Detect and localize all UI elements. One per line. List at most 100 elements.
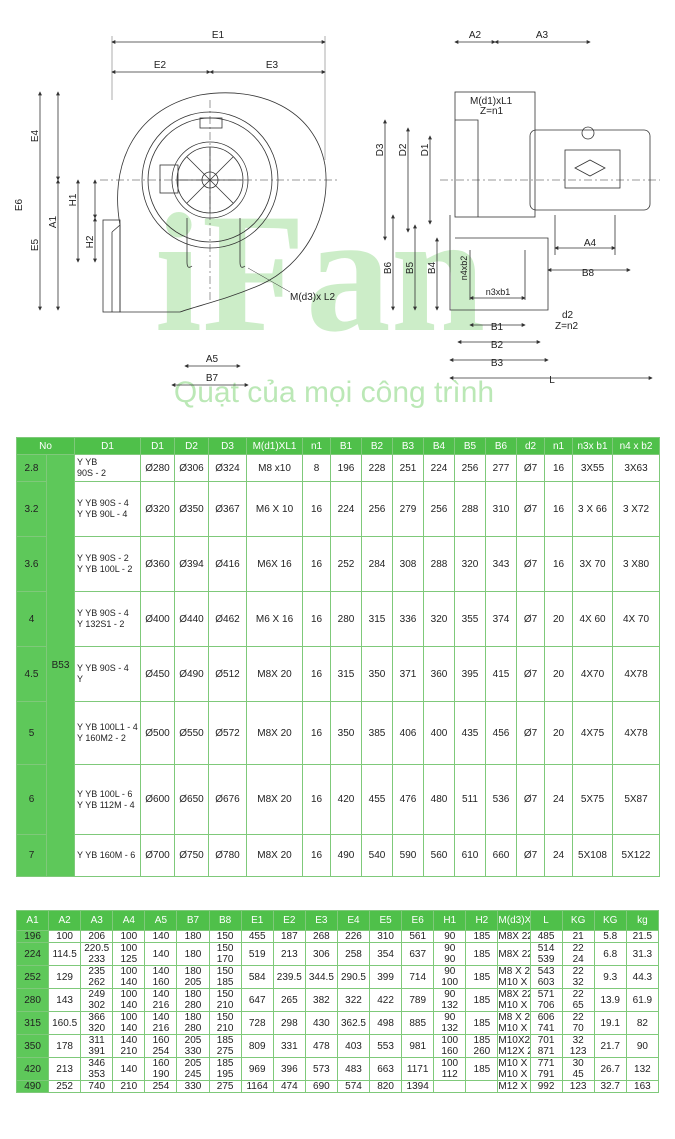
table2-value: 100 (441, 1035, 459, 1047)
label-b3: B3 (491, 358, 504, 369)
table2-value: 112 (441, 1069, 458, 1080)
table2-value: 490 (24, 1081, 41, 1092)
table2-value: 981 (409, 1040, 427, 1052)
table1-cell: 536 (485, 764, 518, 835)
table2-value: 160 (152, 1035, 170, 1047)
table2-cell: M8 X 220M10 X 220 (497, 1011, 531, 1035)
motor-model-part: - 6 (124, 850, 136, 860)
table2-value: 637 (409, 948, 427, 960)
table1-motor: Y YB 90S - 4 Y (74, 646, 142, 702)
table2-value: M12X 220 (498, 1046, 529, 1057)
table2-cell: 123 (561, 1080, 595, 1093)
table1-cell: 20 (544, 701, 574, 765)
label-e4: E4 (30, 129, 41, 142)
motor-model-part: Y (77, 674, 84, 684)
label-a5: A5 (206, 354, 219, 365)
table1-cell: Ø7 (516, 834, 546, 877)
table1-cell: M6 X 10 (246, 481, 304, 537)
label-d1: D1 (420, 143, 431, 156)
table2-value: 32 (572, 1035, 584, 1047)
label-n3b1: n3xb1 (486, 287, 511, 297)
table2-cell: 213 (48, 1057, 82, 1081)
table2-value: 206 (88, 931, 106, 942)
table1-cell: 420 (330, 764, 363, 835)
table1-header: n4 x b2 (612, 437, 661, 455)
table2-value: 185 (473, 1063, 491, 1075)
table2-cell: 820 (369, 1080, 403, 1093)
table2-value: 185 (473, 971, 491, 983)
table2-cell: 185 (465, 930, 499, 943)
motor-model-part: Y (77, 850, 86, 860)
table2-value: 210 (120, 1081, 138, 1092)
table2-value: 100 (120, 1012, 138, 1024)
table2-cell: M8X 220 (497, 930, 531, 943)
table2-cell: 455 (240, 930, 274, 943)
motor-model: Y YB 100L - 6 (77, 789, 140, 800)
table1-header: B6 (485, 437, 518, 455)
table2-value: 180 (184, 989, 202, 1001)
table2-value: 32.7 (600, 1081, 620, 1092)
table2-cell: 140 (144, 930, 178, 943)
table2-value: 180 (184, 1012, 202, 1024)
table1-cell: 16 (544, 454, 574, 482)
table2-value: 213 (280, 948, 298, 960)
table1-cell: 16 (302, 536, 332, 592)
motor-model: 90S - 2 (77, 468, 140, 479)
table2-value: M10 X 220 (498, 1023, 529, 1034)
motor-model-part: Y (77, 799, 86, 810)
table1-cell: 480 (423, 764, 456, 835)
table2-header: E5 (369, 910, 403, 931)
table2-value: 771 (537, 1058, 555, 1070)
table2-value: 741 (537, 1023, 555, 1034)
table2-value: 185 (216, 1035, 234, 1047)
table2-cell: 992 (529, 1080, 563, 1093)
table2-value: 132 (441, 1023, 459, 1034)
table2-cell: 187 (272, 930, 306, 943)
motor-model: Y YB 112M - 4 (77, 800, 140, 811)
table2-cell: M12 X 220 (497, 1080, 531, 1093)
table2-value: 140 (120, 1035, 138, 1047)
table1-cell: 5X87 (612, 764, 661, 835)
motor-model-part: Y (77, 498, 86, 508)
table2-value: 346 (88, 1058, 106, 1070)
motor-model-part: 160M (99, 850, 125, 860)
table2-cell: 178 (48, 1034, 82, 1058)
table2-cell: 185 (465, 965, 499, 989)
table1-motor: Y YB 90S - 4 Y 132S1 - 2 (74, 591, 142, 647)
table2-cell: 422 (369, 988, 403, 1012)
table2-cell: 1164 (240, 1080, 274, 1093)
front-view-labels: E1 E2 E3 E6 E4 E5 A1 H1 H2 A5 B7 M(d3)x … (14, 30, 335, 384)
table2-cell: 185 (465, 1011, 499, 1035)
table2-value: M10 X 220 (498, 1069, 529, 1080)
table2-cell: 180 (176, 930, 210, 943)
table2-value: 61.9 (632, 994, 653, 1006)
label-d3: D3 (375, 143, 386, 156)
table1-cell: 16 (302, 701, 332, 765)
table2-cell: 714 (401, 965, 435, 989)
table1-cell: 415 (485, 646, 518, 702)
motor-model-part: 90S (99, 553, 119, 563)
table2-value: 185 (216, 977, 234, 988)
motor-model-part: - 4 (118, 498, 129, 508)
table2-value: 70 (572, 1023, 584, 1034)
motor-model-part: Y (77, 509, 86, 519)
table2-value: 210 (120, 1046, 138, 1057)
table2-cell: 185 (465, 942, 499, 966)
table2-value: 132 (634, 1063, 651, 1075)
table2-value: 196 (24, 931, 41, 942)
table2-cell: 275 (208, 1080, 242, 1093)
table2-value: M8X 220 (498, 948, 529, 960)
table1-cell: Ø320 (140, 481, 176, 537)
table2-cell: 185 (465, 988, 499, 1012)
